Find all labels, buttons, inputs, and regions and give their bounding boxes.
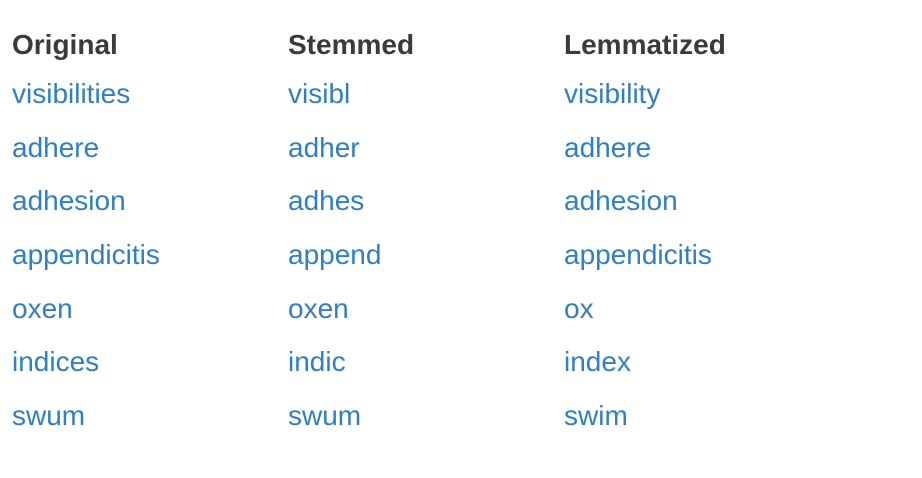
cell-stemmed: swum [288, 399, 362, 431]
cell-lemmatized: visibility [564, 77, 661, 109]
cell-lemmatized: ox [564, 292, 594, 324]
cell-stemmed: append [288, 238, 382, 270]
cell-original: swum [12, 399, 86, 431]
cell-original: appendicitis [12, 238, 160, 270]
table-row: swum swum swim [12, 389, 884, 443]
cell-lemmatized: adhere [564, 131, 652, 163]
cell-stemmed: adher [288, 131, 360, 163]
cell-lemmatized: appendicitis [564, 238, 712, 270]
cell-stemmed: adhes [288, 185, 365, 217]
column-header-stemmed: Stemmed [288, 28, 415, 60]
cell-lemmatized: index [564, 346, 631, 378]
column-header-original: Original [12, 28, 118, 60]
cell-original: oxen [12, 292, 73, 324]
header-row: Original Stemmed Lemmatized [12, 22, 884, 67]
cell-original: indices [12, 346, 100, 378]
word-comparison-table: Original Stemmed Lemmatized visibilities… [12, 22, 884, 443]
table-row: oxen oxen ox [12, 282, 884, 336]
table-row: visibilities visibl visibility [12, 67, 884, 121]
table-row: appendicitis append appendicitis [12, 228, 884, 282]
cell-stemmed: indic [288, 346, 346, 378]
table-row: adhere adher adhere [12, 121, 884, 175]
cell-lemmatized: swim [564, 399, 628, 431]
cell-lemmatized: adhesion [564, 185, 678, 217]
cell-original: adhere [12, 131, 100, 163]
column-header-lemmatized: Lemmatized [564, 28, 726, 60]
cell-stemmed: visibl [288, 77, 351, 109]
cell-original: adhesion [12, 185, 126, 217]
cell-stemmed: oxen [288, 292, 349, 324]
table-row: indices indic index [12, 335, 884, 389]
cell-original: visibilities [12, 77, 131, 109]
table-row: adhesion adhes adhesion [12, 174, 884, 228]
